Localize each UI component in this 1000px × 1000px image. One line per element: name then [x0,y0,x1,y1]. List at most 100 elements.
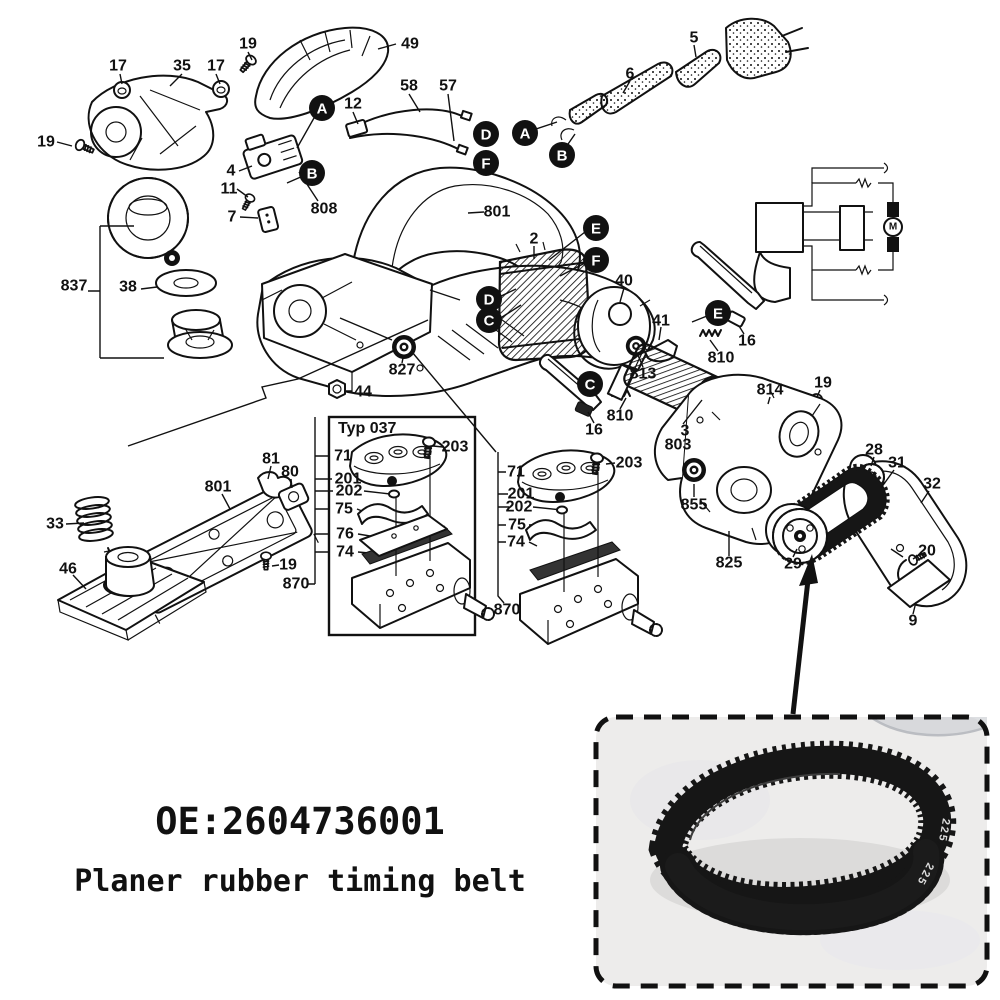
switch-assembly [238,133,304,233]
part-label-31: 31 [888,455,906,472]
assembly-marker-C: C [476,307,502,333]
product-name-text: Planer rubber timing belt [74,864,526,899]
power-cord [551,17,809,141]
part-label-3: 3 [681,423,690,440]
callout-arrow [790,554,818,715]
part-label-33: 33 [46,516,64,533]
part-label-203: 203 [616,455,643,472]
assembly-marker-D: D [476,286,502,312]
svg-text:D: D [481,127,492,144]
part-label-810: 810 [607,408,634,425]
part-label-803: 803 [665,437,692,454]
part-label-201: 201 [335,471,362,488]
part-label-17: 17 [109,58,127,75]
part-label-46: 46 [59,561,77,578]
part-label-202: 202 [336,483,363,500]
part-label-11: 11 [221,181,238,198]
part-label-76: 76 [336,526,354,543]
pulley-29 [765,503,828,564]
svg-text:E: E [713,306,723,323]
svg-text:C: C [484,313,495,330]
part-label-855: 855 [681,497,708,514]
part-label-20: 20 [918,543,936,560]
cable-clamp-12 [345,118,369,138]
part-label-810: 810 [708,350,735,367]
part-label-801: 801 [205,479,232,496]
part-label-58: 58 [400,78,418,95]
part-label-29: 29 [784,556,802,573]
switch-symbol [755,202,804,253]
part-label-16: 16 [738,333,756,350]
knob-assembly [99,177,233,359]
box2-bracket [497,452,509,604]
part-label-74: 74 [336,544,354,561]
part-label-813: 813 [630,366,657,383]
screw-19 [236,52,259,76]
part-label-57: 57 [439,78,457,95]
part-label-41: 41 [652,313,670,330]
part-label-81: 81 [262,451,280,468]
assembly-marker-A: A [309,95,335,121]
front-housing [73,52,259,171]
part-label-19: 19 [279,557,297,574]
clamp-plate-76 [359,514,448,557]
svg-text:B: B [307,166,318,183]
part-label-40: 40 [615,273,633,290]
part-label-801: 801 [484,204,511,221]
part-label-35: 35 [173,58,191,75]
svg-text:B: B [557,148,568,165]
part-label-16: 16 [585,422,603,439]
assembly-marker-C: C [577,371,603,397]
assembly-marker-A: A [512,120,538,146]
brush-set-right [690,241,765,337]
part-label-80: 80 [281,464,299,481]
part-label-814: 814 [757,382,784,399]
part-label-74: 74 [507,534,525,551]
part-label-71: 71 [507,464,525,481]
label-plate-9 [887,559,951,608]
part-label-202: 202 [506,499,533,516]
assembly-marker-D: D [473,121,499,147]
washer-38 [155,269,217,297]
nut-44 [328,379,346,399]
front-shoe-assembly [57,496,207,641]
part-label-49: 49 [401,36,419,53]
leader-lines [56,43,930,615]
timing-belt-photo: 225 225 [648,740,957,936]
part-label-6: 6 [626,66,635,83]
svg-text:E: E [591,221,601,238]
typ-037-box: Typ 037 [327,415,477,637]
brush-symbol [887,202,899,217]
part-label-75: 75 [335,501,353,518]
brush-symbol [887,237,899,252]
motor-label: M [889,222,897,233]
part-label-71: 71 [334,448,352,465]
module-symbol [839,205,865,251]
assembly-marker-B: B [299,160,325,186]
part-label-19: 19 [814,375,832,392]
belt-marking-text: 225 [936,817,952,843]
assembly-marker-B: B [549,142,575,168]
part-label-203: 203 [442,439,469,456]
dome-nut-17 [212,80,230,98]
dome-nut-17 [113,81,131,99]
part-label-5: 5 [690,30,699,47]
part-label-808: 808 [311,201,338,218]
typ-label: Typ 037 [338,420,397,437]
brush-spring-810 [699,329,722,337]
wiring-schematic: M [753,162,903,306]
belt-photo-callout: 225 225 [593,714,990,989]
screw-11 [238,191,257,213]
assembly-marker-E: E [583,215,609,241]
part-label-201: 201 [508,486,535,503]
pointer-lines [127,317,497,453]
part-label-38: 38 [119,279,137,296]
adjuster-80 [277,482,310,511]
cable-58 [351,108,465,129]
assembly-marker-F: F [473,150,499,176]
cord-segment [600,61,674,115]
part-label-827: 827 [389,362,416,379]
